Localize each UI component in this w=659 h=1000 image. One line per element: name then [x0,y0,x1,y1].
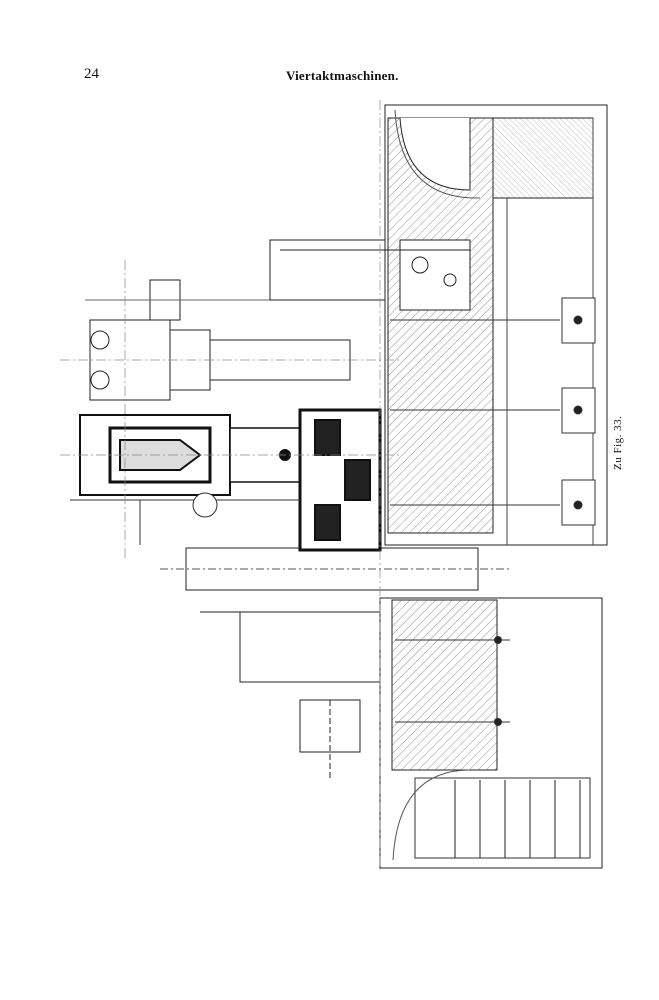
anchor-bolts [390,297,596,726]
figure-caption: Zu Fig. 33. [612,415,624,470]
flywheel [160,547,510,591]
valve-gear [269,239,471,311]
running-title: Viertaktmaschinen. [286,68,399,83]
crank-bearing [200,611,381,780]
page-number: 24 [84,66,99,82]
center-lines [60,100,400,870]
foundation-lower [379,597,603,869]
eccentric-drive [70,492,300,545]
foundation-upper [384,104,608,546]
